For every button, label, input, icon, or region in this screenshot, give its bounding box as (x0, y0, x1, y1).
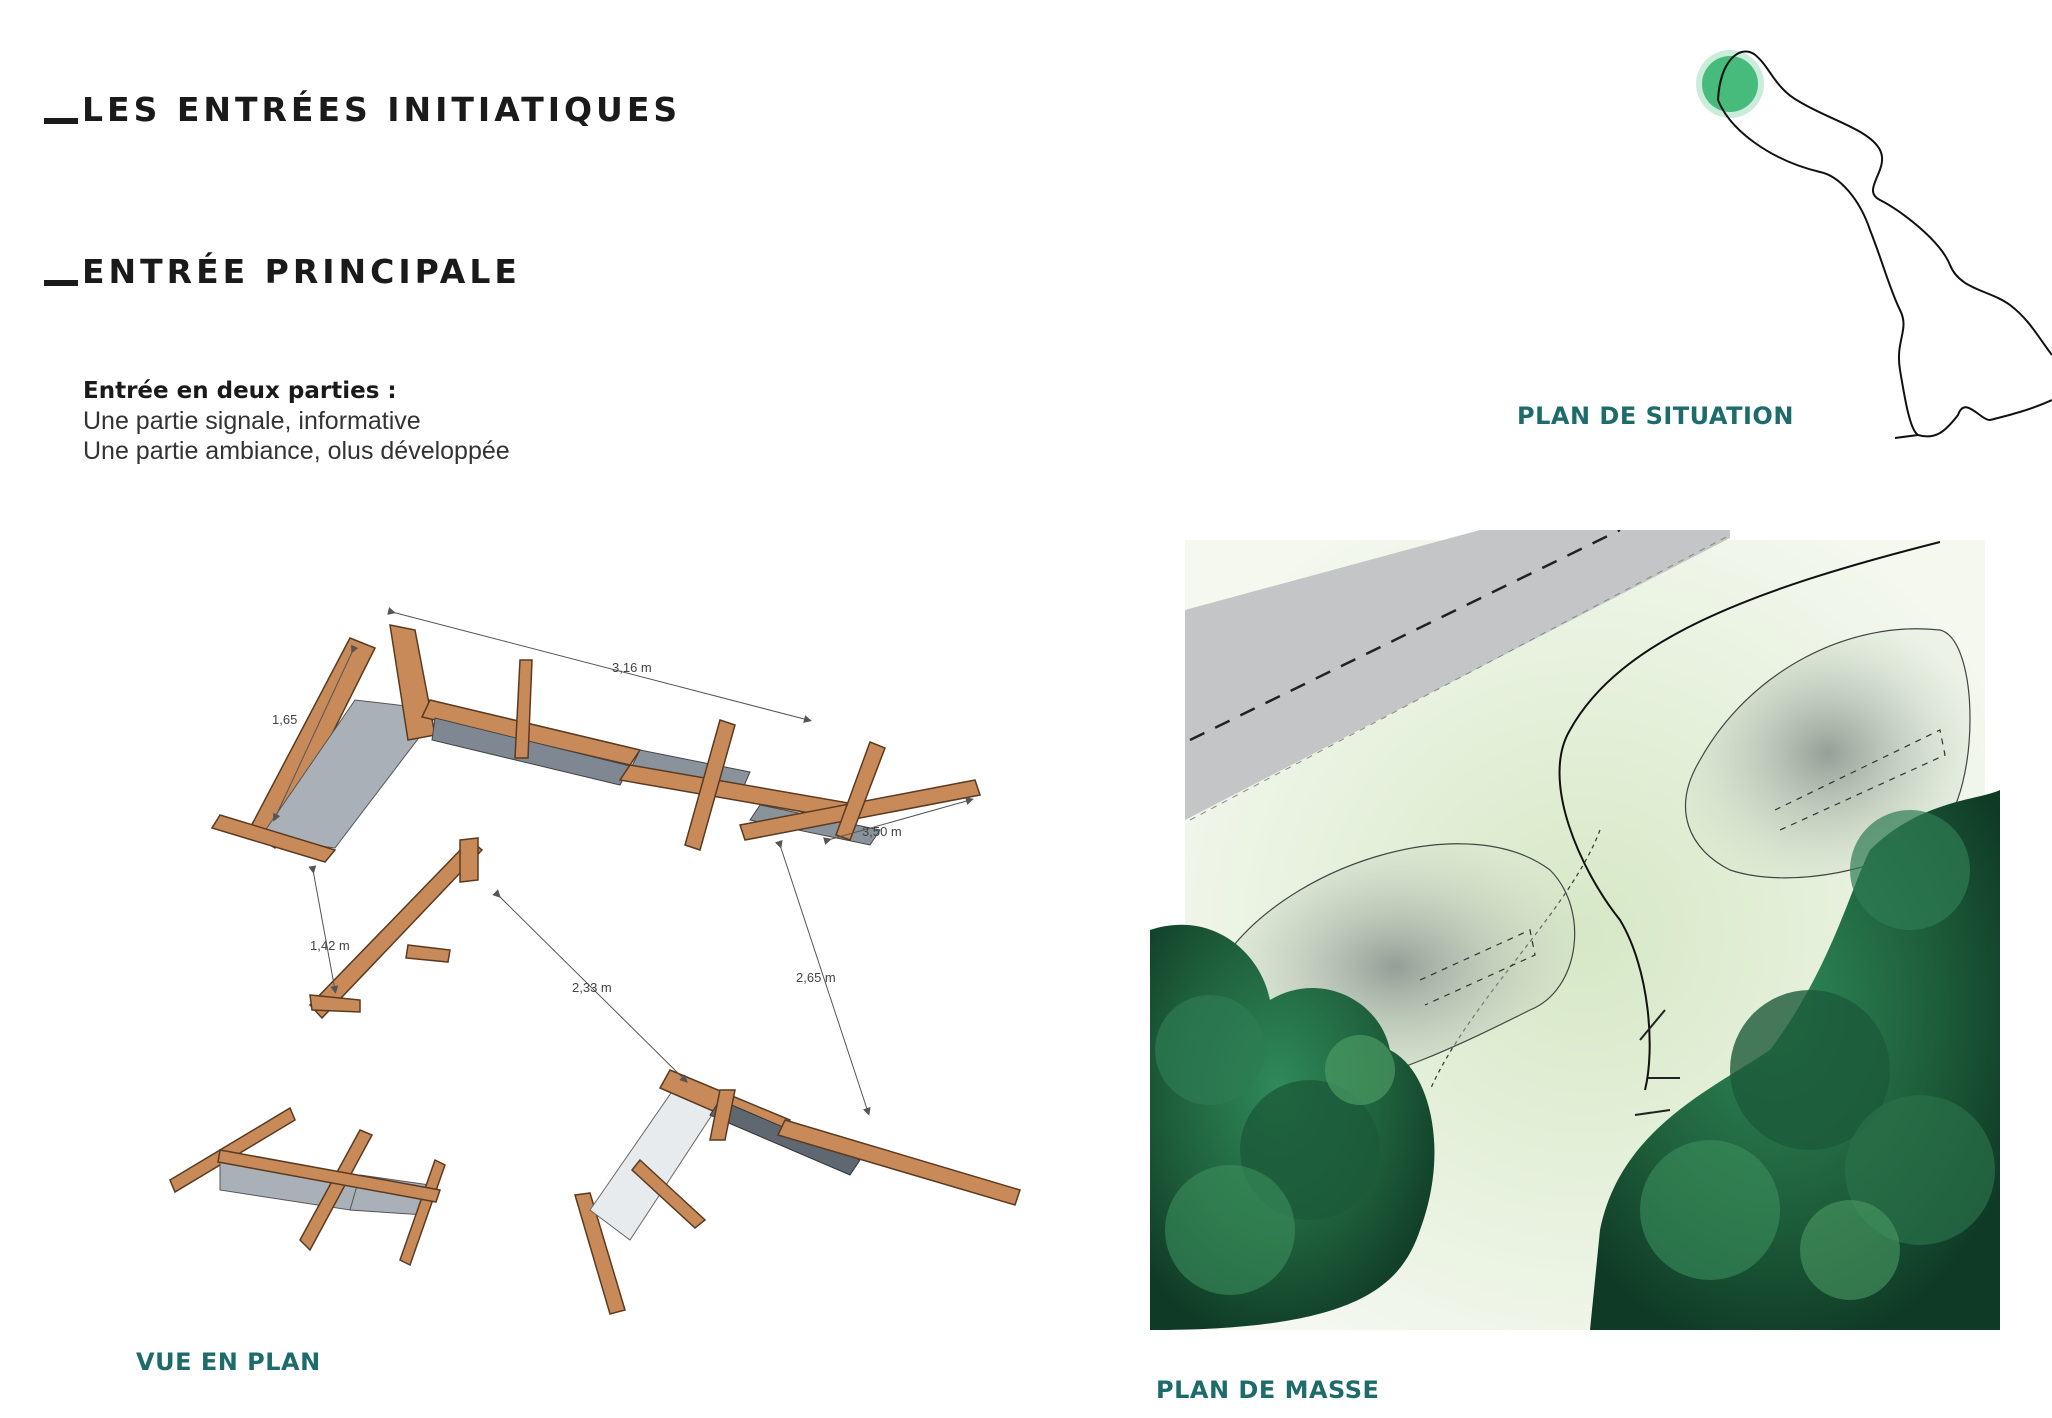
section-heading-entrees: LES ENTRÉES INITIATIQUES (44, 90, 681, 129)
heading-text: ENTRÉE PRINCIPALE (82, 252, 521, 291)
path-curve (1558, 541, 1941, 1091)
dimension-lines (273, 607, 974, 1116)
trees-right (1590, 790, 2000, 1330)
site-outline (1717, 50, 2052, 439)
dimension-label: 2,33 m (572, 980, 612, 995)
vue-en-plan-drawing: 1,65 3,16 m 3,50 m 1,42 m 2,33 m 2,65 m (169, 607, 1021, 1315)
heading-dash (44, 280, 78, 286)
dimension-label: 1,42 m (310, 938, 350, 953)
dimension-label: 3,16 m (612, 660, 652, 675)
intro-title: Entrée en deux parties : (83, 378, 397, 404)
heading-dash (44, 118, 78, 124)
caption-plan-situation: PLAN DE SITUATION (1517, 402, 1794, 430)
bench-marks (1634, 1009, 1680, 1116)
heading-text: LES ENTRÉES INITIATIQUES (82, 90, 682, 129)
bottom-right-assembly (574, 1069, 1021, 1315)
middle-frame (308, 837, 484, 1020)
caption-vue-en-plan: VUE EN PLAN (136, 1348, 321, 1376)
intro-text: Entrée en deux parties : Une partie sign… (83, 376, 510, 466)
dimension-label: 3,50 m (862, 824, 902, 839)
section-heading-entree-principale: ENTRÉE PRINCIPALE (44, 252, 521, 291)
trees-left (1150, 924, 1435, 1330)
intro-line-1: Une partie signale, informative (83, 407, 421, 435)
road (1185, 530, 1730, 820)
location-highlight (1702, 56, 1758, 112)
intro-line-2: Une partie ambiance, olus développée (83, 437, 510, 465)
situation-map (1696, 50, 2052, 439)
caption-plan-de-masse: PLAN DE MASSE (1156, 1376, 1380, 1404)
dimension-label: 2,65 m (796, 970, 836, 985)
bottom-left-frame (169, 1106, 446, 1267)
plan-de-masse (1150, 530, 2000, 1330)
dimension-label: 1,65 (272, 712, 297, 727)
